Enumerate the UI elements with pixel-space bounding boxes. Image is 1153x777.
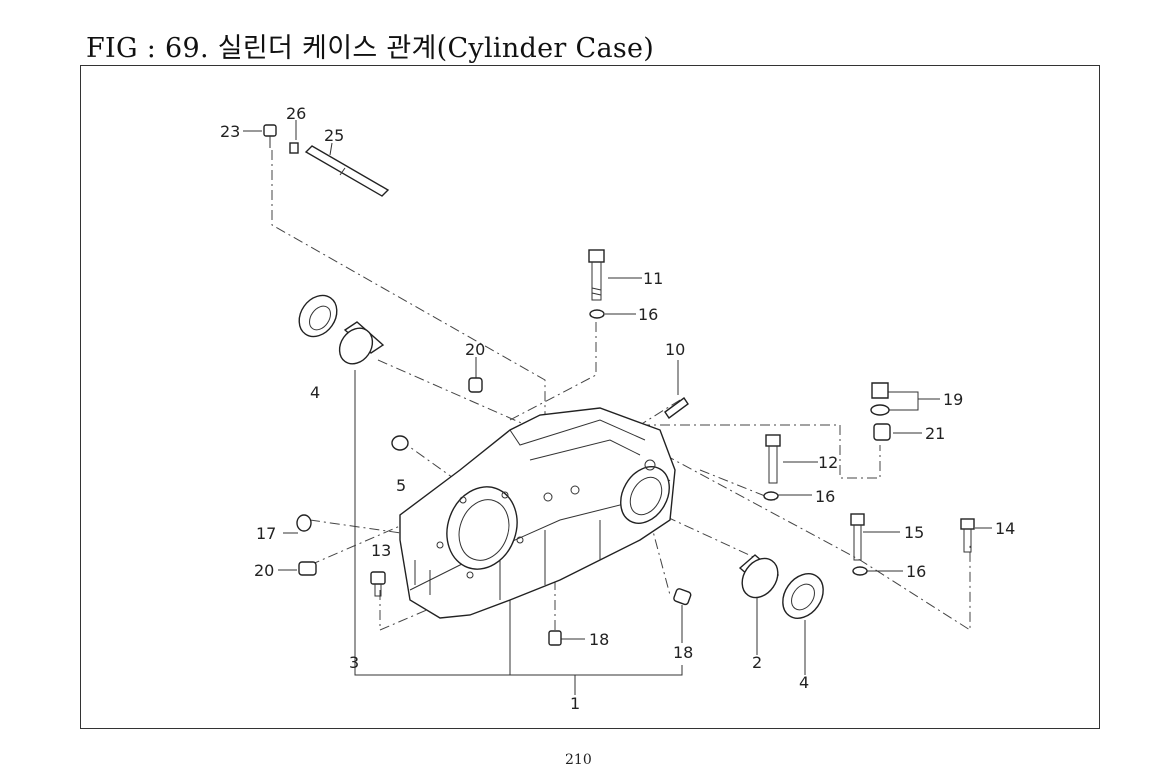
part-25-pipe [304, 145, 390, 197]
part-4-oil-seal-left [298, 294, 338, 338]
callout-25: 25 [324, 126, 344, 145]
part-11-bolt [588, 249, 605, 301]
callout-1: 1 [570, 694, 580, 713]
callout-16-lower: 16 [906, 562, 926, 581]
leader-lines [243, 120, 992, 695]
part-12-bolt [765, 434, 781, 484]
callout-20-top: 20 [465, 340, 485, 359]
part-16-washer-lower [852, 566, 868, 576]
callout-4-right: 4 [799, 673, 809, 692]
part-23-grease-nipple [263, 124, 277, 148]
part-1-cylinder-case [399, 407, 676, 619]
part-21-plug [873, 423, 891, 441]
callout-23: 23 [220, 122, 240, 141]
part-17-o-ring [296, 514, 312, 532]
callout-5: 5 [396, 476, 406, 495]
callout-13: 13 [371, 541, 391, 560]
part-16-washer-top [589, 309, 605, 319]
callout-26: 26 [286, 104, 306, 123]
part-13-fitting [370, 571, 386, 597]
callout-20-left: 20 [254, 561, 274, 580]
diagram-frame [80, 65, 1100, 729]
part-15-bolt [850, 513, 865, 561]
callout-18-right: 18 [673, 643, 693, 662]
callout-16-middle: 16 [815, 487, 835, 506]
callout-17: 17 [256, 524, 276, 543]
part-16-washer-middle [763, 491, 779, 501]
part-26-clip [289, 142, 299, 154]
part-14-bolt [960, 518, 975, 553]
part-4-oil-seal-right [782, 573, 824, 619]
callout-10: 10 [665, 340, 685, 359]
part-18-plug-bottom [548, 630, 562, 646]
part-19-cap-and-ring [870, 382, 890, 416]
callout-14: 14 [995, 519, 1015, 538]
part-18-plug-right [673, 588, 692, 606]
callout-18-bottom: 18 [589, 630, 609, 649]
figure-title: FIG : 69. 실린더 케이스 관계(Cylinder Case) [86, 33, 655, 64]
callout-3: 3 [349, 653, 359, 672]
part-5-plug [391, 435, 409, 451]
part-2-bushing-right [738, 554, 780, 599]
page-number: 210 [565, 752, 592, 768]
callout-16-top: 16 [638, 305, 658, 324]
part-20-plug-top [468, 377, 483, 393]
callout-12: 12 [818, 453, 838, 472]
callout-19: 19 [943, 390, 963, 409]
callout-15: 15 [904, 523, 924, 542]
callout-21: 21 [925, 424, 945, 443]
part-3-bushing-left [338, 321, 385, 365]
callout-11: 11 [643, 269, 663, 288]
callout-labels: 23 26 25 11 16 10 20 4 19 21 12 5 16 17 … [220, 104, 1015, 713]
callout-4-left: 4 [310, 383, 320, 402]
part-10-stud [664, 397, 689, 419]
part-20-plug-left [298, 561, 317, 576]
callout-2: 2 [752, 653, 762, 672]
